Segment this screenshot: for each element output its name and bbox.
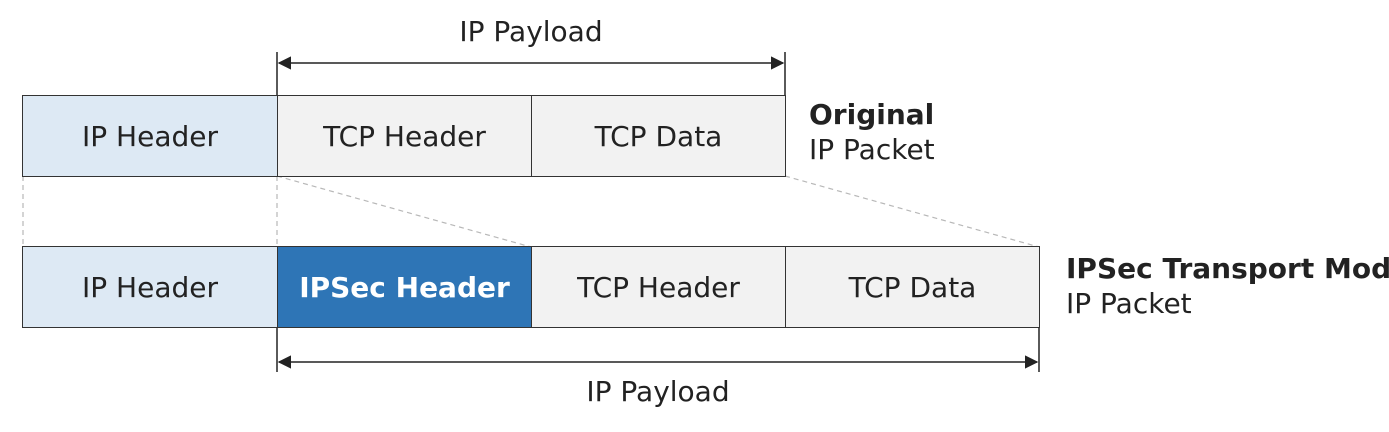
original-ip-header: IP Header <box>22 95 278 177</box>
transport-caption-title: IPSec Transport Mode <box>1066 252 1389 285</box>
original-tcp-data: TCP Data <box>531 95 786 177</box>
bottom-payload-label: IP Payload <box>586 375 730 408</box>
original-caption-title: Original <box>809 98 935 131</box>
transport-tcp-data: TCP Data <box>785 246 1040 328</box>
transport-caption-sub: IP Packet <box>1066 287 1192 320</box>
transport-packet-caption: IPSec Transport Mode IP Packet <box>1066 251 1389 321</box>
guide-line-diagonal-right <box>784 175 1040 248</box>
original-caption-sub: IP Packet <box>809 133 935 166</box>
guide-line-diagonal-left <box>276 175 532 248</box>
top-payload-label: IP Payload <box>459 15 603 48</box>
original-tcp-header: TCP Header <box>277 95 532 177</box>
transport-ipsec-header: IPSec Header <box>277 246 532 328</box>
transport-ip-header: IP Header <box>22 246 278 328</box>
original-packet-caption: Original IP Packet <box>809 97 935 167</box>
transport-tcp-header: TCP Header <box>531 246 786 328</box>
